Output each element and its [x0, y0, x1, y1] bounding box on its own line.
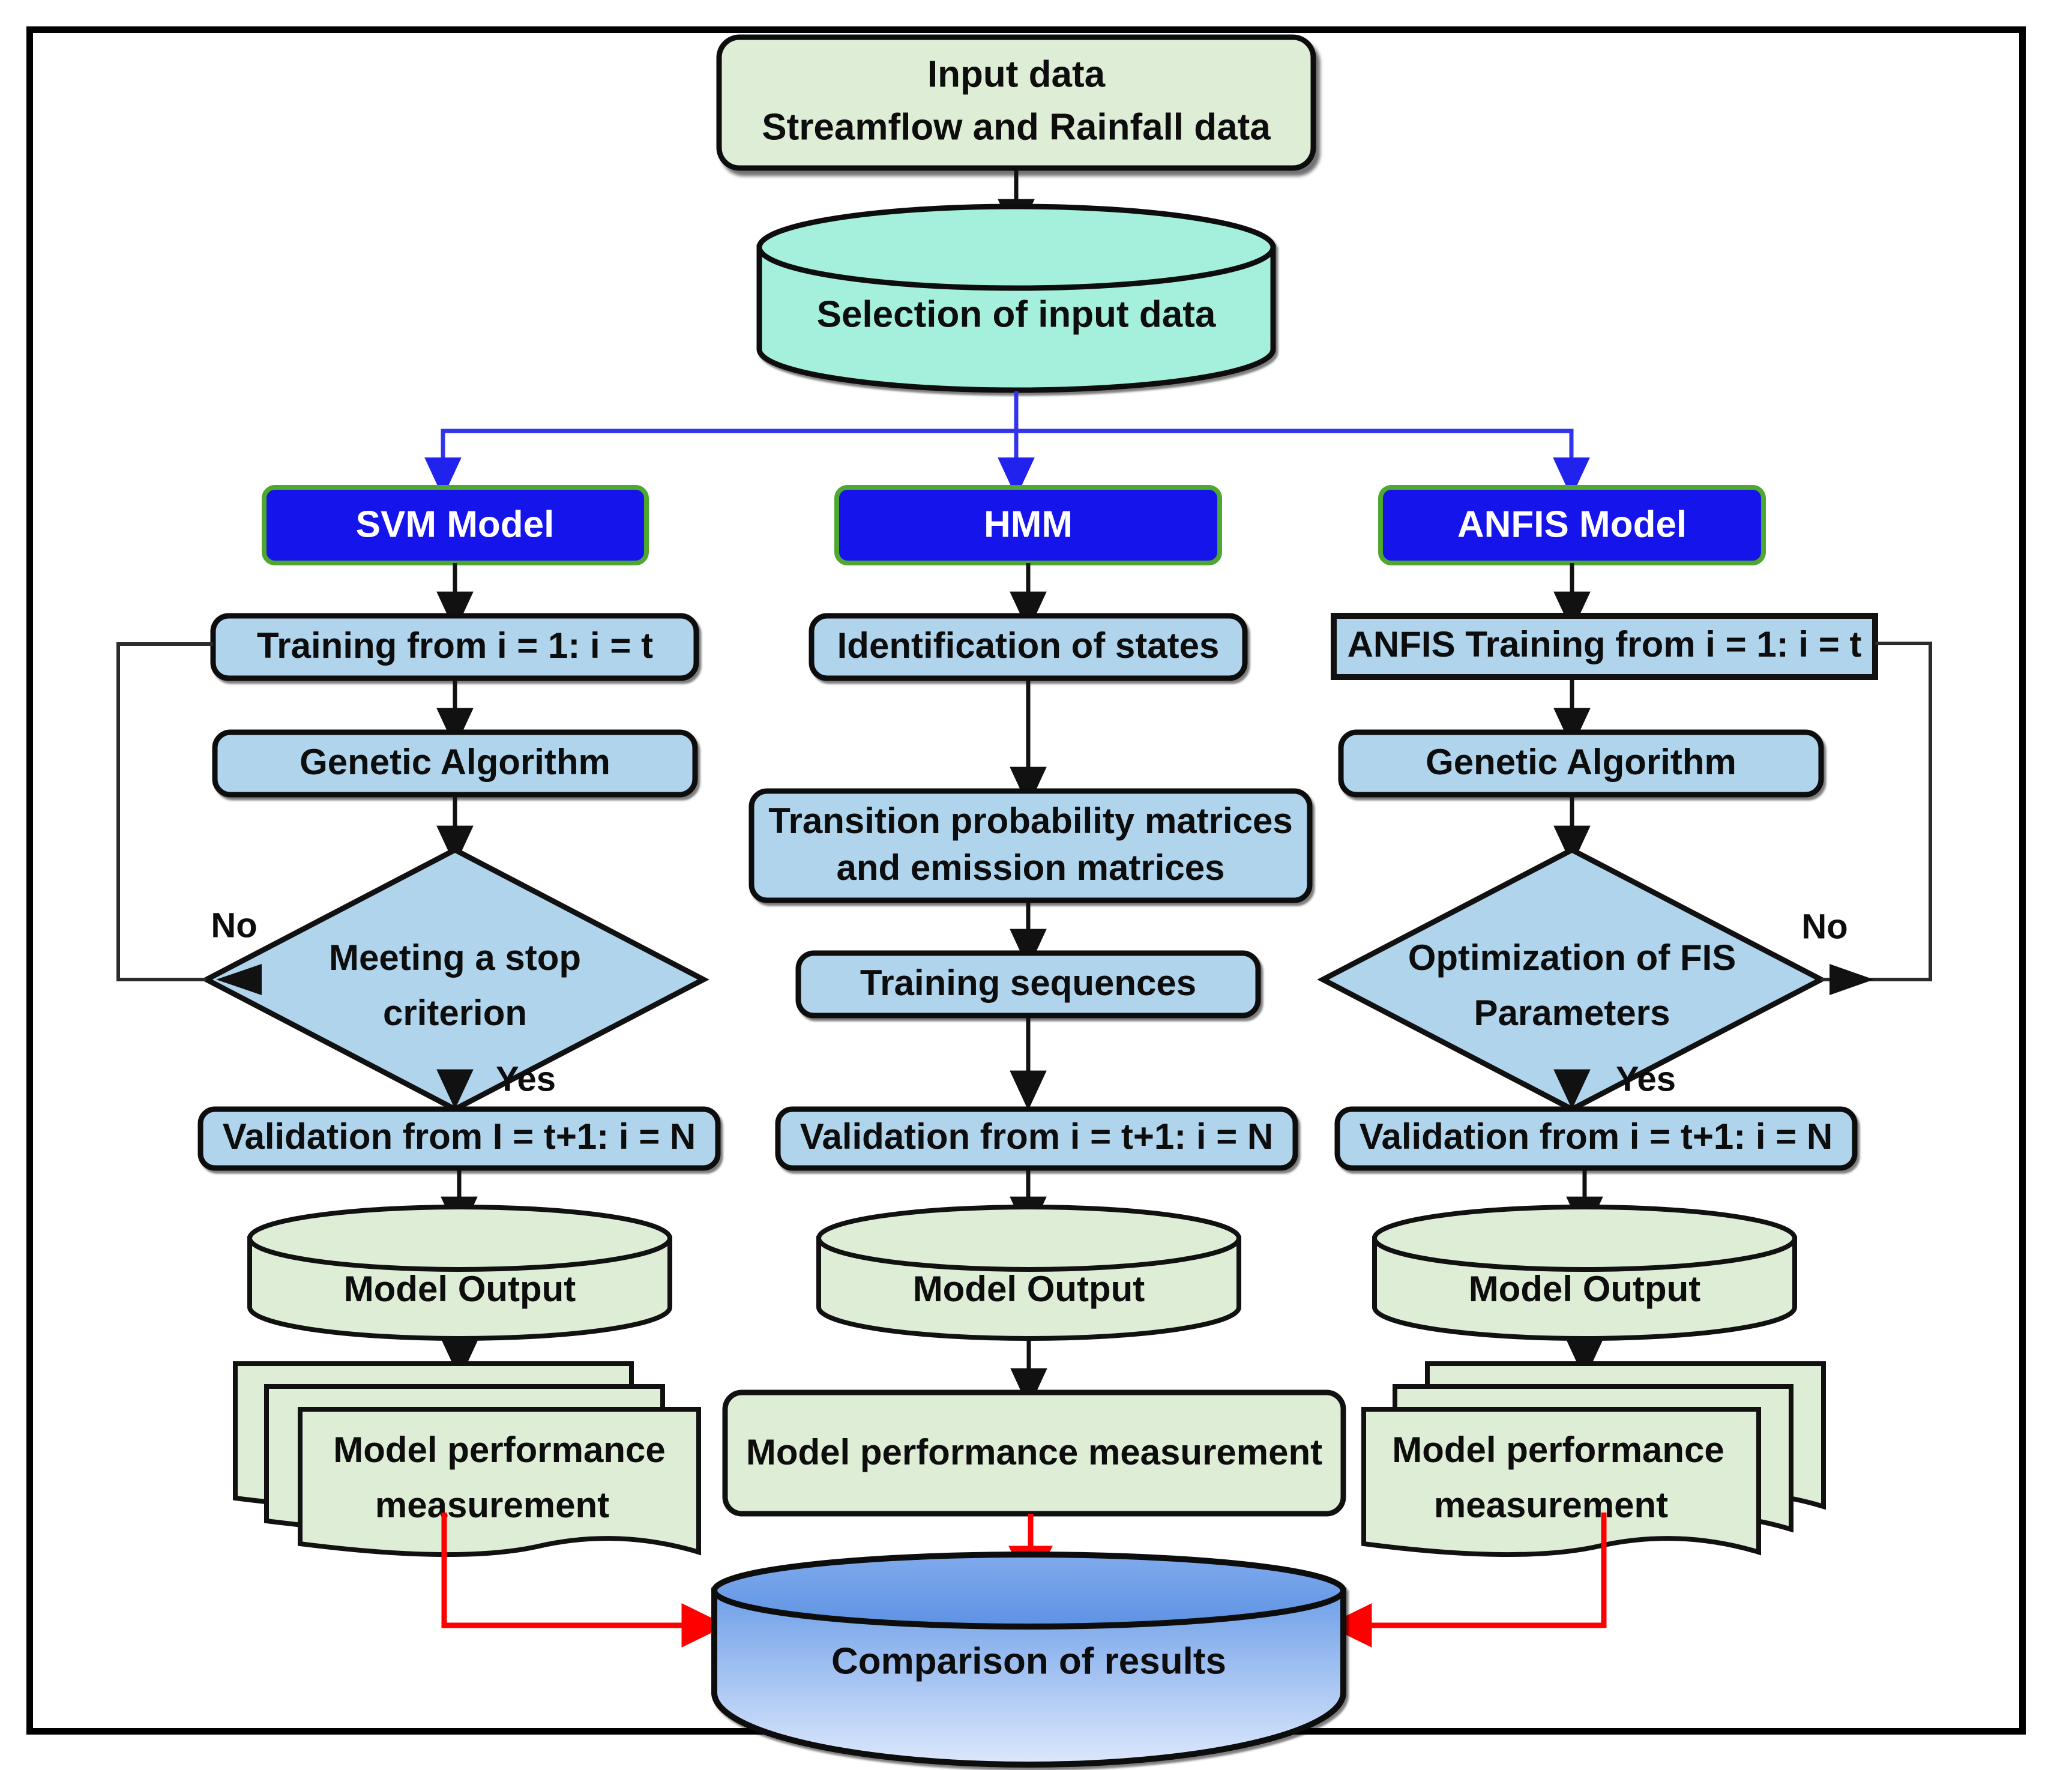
- edge-svm-no-loop: [116, 642, 262, 995]
- node-hmm-validation[interactable]: Validation from i = t+1: i = N: [775, 1106, 1298, 1171]
- hmm-validation-label: Validation from i = t+1: i = N: [800, 1116, 1274, 1157]
- hmm-matrices-line1: Transition probability matrices: [768, 801, 1293, 841]
- node-svm-header[interactable]: SVM Model: [262, 485, 649, 565]
- node-svm-decision[interactable]: Meeting a stop criterion: [200, 846, 709, 1113]
- anfis-validation-label: Validation from i = t+1: i = N: [1360, 1116, 1833, 1157]
- edge-anfis-no-loop: [1821, 642, 1932, 995]
- column-anfis: ANFIS Model ANFIS Training from i = 1: i…: [1317, 485, 1932, 1558]
- hmm-performance-label: Model performance measurement: [746, 1432, 1322, 1472]
- node-svm-genetic-algorithm[interactable]: Genetic Algorithm: [212, 729, 698, 798]
- anfis-model-output-label: Model Output: [1469, 1269, 1701, 1309]
- node-svm-training[interactable]: Training from i = 1: i = t: [210, 613, 699, 681]
- anfis-genetic-algorithm-label: Genetic Algorithm: [1426, 742, 1736, 782]
- node-anfis-model-output[interactable]: Model Output: [1372, 1205, 1797, 1341]
- input-data-line2: Streamflow and Rainfall data: [762, 106, 1271, 148]
- anfis-decision-line1: Optimization of FIS: [1408, 938, 1736, 978]
- node-hmm-performance[interactable]: Model performance measurement: [722, 1389, 1346, 1517]
- node-selection-of-input-data[interactable]: Selection of input data: [756, 203, 1276, 393]
- node-svm-validation[interactable]: Validation from I = t+1: i = N: [197, 1106, 721, 1171]
- node-hmm-matrices[interactable]: Transition probability matrices and emis…: [748, 788, 1313, 903]
- node-hmm-model-output[interactable]: Model Output: [816, 1205, 1241, 1341]
- svm-header-label: SVM Model: [356, 504, 555, 545]
- svm-validation-label: Validation from I = t+1: i = N: [223, 1116, 696, 1157]
- node-anfis-header[interactable]: ANFIS Model: [1378, 485, 1766, 565]
- svm-decision-line1: Meeting a stop: [329, 938, 581, 978]
- selection-of-input-data-label: Selection of input data: [817, 293, 1216, 335]
- anfis-training-label: ANFIS Training from i = 1: i = t: [1348, 624, 1862, 664]
- column-svm: SVM Model Training from i = 1: i = t Gen…: [116, 485, 721, 1558]
- svm-model-output-label: Model Output: [344, 1269, 576, 1309]
- hmm-matrices-line2: and emission matrices: [837, 847, 1225, 888]
- comparison-of-results-label: Comparison of results: [831, 1640, 1226, 1682]
- svm-training-label: Training from i = 1: i = t: [257, 625, 653, 666]
- node-hmm-identification-of-states[interactable]: Identification of states: [809, 613, 1248, 681]
- svm-genetic-algorithm-label: Genetic Algorithm: [300, 742, 610, 782]
- node-comparison-of-results[interactable]: Comparison of results: [711, 1552, 1346, 1768]
- svm-decision-line2: criterion: [383, 993, 527, 1033]
- svm-performance-line1: Model performance: [333, 1430, 665, 1470]
- hmm-model-output-label: Model Output: [913, 1269, 1145, 1309]
- anfis-no-label: No: [1801, 907, 1848, 946]
- svm-no-label: No: [211, 906, 257, 945]
- input-data-line1: Input data: [927, 53, 1106, 95]
- hmm-states-label: Identification of states: [837, 625, 1220, 666]
- node-svm-performance[interactable]: Model performance measurement: [233, 1361, 701, 1558]
- branch-bus-blue: [424, 391, 1590, 498]
- node-anfis-training[interactable]: ANFIS Training from i = 1: i = t: [1331, 613, 1878, 680]
- node-hmm-training-sequences[interactable]: Training sequences: [795, 950, 1261, 1019]
- anfis-yes-label: Yes: [1616, 1059, 1676, 1098]
- node-anfis-validation[interactable]: Validation from i = t+1: i = N: [1334, 1106, 1858, 1171]
- node-svm-model-output[interactable]: Model Output: [247, 1205, 672, 1341]
- node-anfis-decision[interactable]: Optimization of FIS Parameters: [1317, 846, 1827, 1113]
- node-hmm-header[interactable]: HMM: [834, 485, 1222, 565]
- node-anfis-genetic-algorithm[interactable]: Genetic Algorithm: [1338, 729, 1824, 798]
- anfis-performance-line1: Model performance: [1392, 1430, 1724, 1470]
- hmm-header-label: HMM: [984, 504, 1073, 545]
- node-input-data[interactable]: Input data Streamflow and Rainfall data: [716, 34, 1316, 171]
- anfis-decision-line2: Parameters: [1474, 993, 1670, 1033]
- anfis-header-label: ANFIS Model: [1457, 504, 1687, 545]
- node-anfis-performance[interactable]: Model performance measurement: [1361, 1361, 1826, 1558]
- anfis-performance-line2: measurement: [1434, 1485, 1668, 1525]
- hmm-sequences-label: Training sequences: [860, 963, 1196, 1003]
- svm-yes-label: Yes: [496, 1059, 556, 1098]
- column-hmm: HMM Identification of states Transition …: [722, 485, 1346, 1517]
- svm-performance-line2: measurement: [375, 1485, 609, 1525]
